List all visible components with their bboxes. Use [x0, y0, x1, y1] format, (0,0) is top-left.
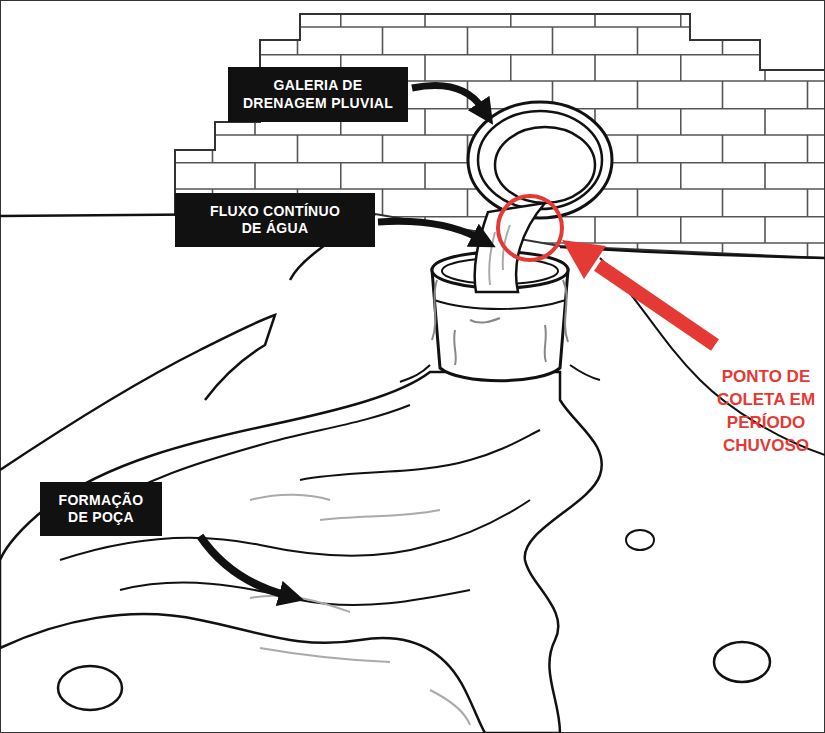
highlight-circle [498, 196, 562, 260]
highlight-arrow [598, 265, 715, 345]
pointer-arrow [200, 536, 285, 595]
water-puddle [0, 372, 602, 733]
stone [626, 530, 654, 550]
drain-pipe [478, 111, 602, 209]
callout-text: PONTO DE COLETA EM PERÍODO CHUVOSO [706, 366, 825, 458]
label-box: FORMAÇÃO DE POÇA [40, 482, 162, 536]
pointer-arrow [412, 86, 482, 109]
water-ripple [300, 430, 540, 480]
label-text: FORMAÇÃO DE POÇA [51, 492, 151, 527]
label-text: GALERIA DE DRENAGEM PLUVIAL [236, 77, 401, 112]
overflow-splash [400, 365, 600, 382]
stone [58, 666, 122, 710]
highlight-arrowhead [562, 240, 606, 279]
drain-pipe [468, 102, 612, 218]
water-ripple [120, 583, 470, 605]
label-box: GALERIA DE DRENAGEM PLUVIAL [228, 67, 408, 122]
stone [714, 642, 770, 682]
pipe-opening [495, 127, 595, 203]
label-box: FLUXO CONTÍNUO DE ÁGUA [175, 193, 375, 247]
water-stream [475, 203, 545, 292]
label-text: FLUXO CONTÍNUO DE ÁGUA [200, 203, 350, 238]
water-shine [250, 495, 470, 725]
bucket-band [434, 300, 566, 309]
pointer-arrow [378, 221, 478, 238]
